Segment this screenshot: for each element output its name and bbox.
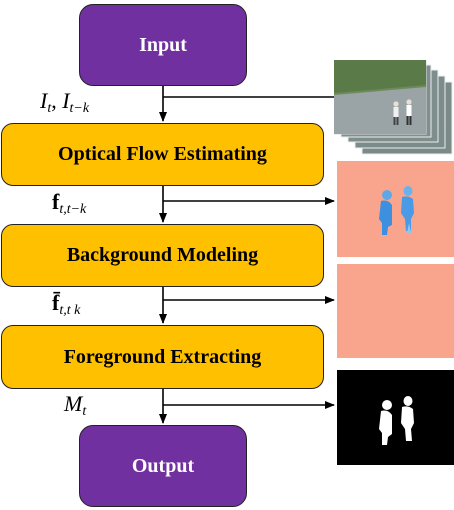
output-node: Output xyxy=(79,425,247,507)
video-frames-stack xyxy=(334,60,453,155)
background-flow-map xyxy=(337,264,454,358)
optical-flow-map xyxy=(337,161,454,257)
input-node: Input xyxy=(79,4,247,86)
background-modeling-node: Background Modeling xyxy=(1,224,324,287)
foreground-mask xyxy=(337,370,454,465)
optical-flow-node: Optical Flow Estimating xyxy=(1,123,324,186)
background-flow-label: f̄t,t k xyxy=(52,290,81,318)
foreground-extracting-node: Foreground Extracting xyxy=(1,325,324,389)
frames-label: It, It−k xyxy=(40,88,90,116)
flow-label: ft,t−k xyxy=(52,189,87,217)
mask-label: Mt xyxy=(64,391,87,419)
